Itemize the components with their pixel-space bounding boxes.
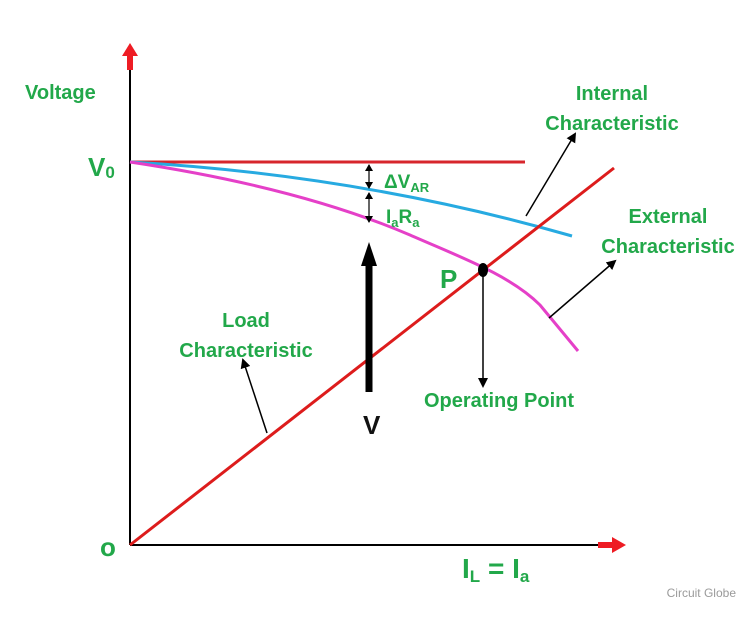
operating-point-label: Operating Point: [424, 390, 574, 412]
external-characteristic-curve: [129, 160, 580, 352]
origin-label: o: [100, 532, 116, 562]
v0-label: V0: [88, 152, 115, 182]
internal-characteristic-label-line1: Internal: [576, 83, 648, 105]
terminal-voltage-arrowhead-icon: [361, 242, 377, 266]
watermark: Circuit Globe: [667, 586, 737, 600]
x-axis-arrow-icon: [598, 537, 626, 553]
load-characteristic-pointer: [240, 358, 268, 434]
y-axis-label: Voltage: [25, 82, 96, 104]
terminal-voltage-label: V: [363, 410, 381, 440]
load-characteristic-label-line2: Characteristic: [179, 340, 312, 362]
x-axis-label: IL = Ia: [462, 553, 530, 586]
external-characteristic-label-line2: Characteristic: [601, 236, 734, 258]
load-characteristic-label-line1: Load: [222, 310, 270, 332]
iara-label: IaRa: [386, 207, 420, 230]
internal-characteristic-label-line2: Characteristic: [545, 113, 678, 135]
y-axis-arrow-icon: [122, 43, 138, 70]
internal-characteristic-curve: [129, 160, 573, 238]
internal-characteristic-pointer: [525, 132, 577, 217]
external-characteristic-label-line1: External: [629, 206, 708, 228]
point-p-label: P: [440, 264, 457, 294]
delta-v-label: ΔVAR: [384, 172, 430, 195]
external-characteristic-pointer: [548, 259, 617, 319]
